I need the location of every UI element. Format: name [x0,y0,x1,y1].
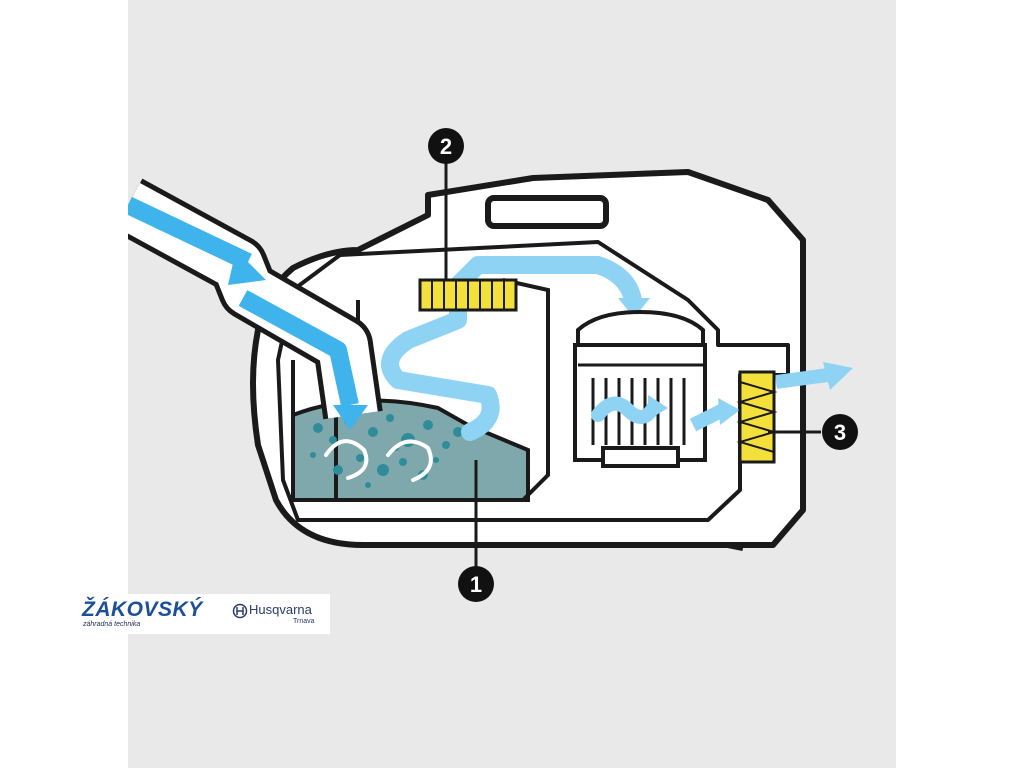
logo-strip [0,594,330,634]
carry-handle [485,195,609,229]
motor-top-cap [576,309,705,347]
upper-filter-slats [431,280,505,310]
callout-3-label: 3 [834,420,846,445]
inlet-arrow-head-2 [228,250,266,285]
diagram-panel: 1 2 3 [128,0,896,768]
husqvarna-location: Trnava [293,618,315,625]
airflow-path-main [381,256,642,441]
zakovsky-logo: ŽÁKOVSKÝ [82,598,203,621]
airflow-arrow-filter [648,395,668,420]
callout-1-label: 1 [470,572,482,597]
airflow-arrow-exit [718,398,740,425]
motor-base [601,446,680,468]
airflow-arrow-outlet [823,362,853,390]
water-swirls [324,439,433,482]
outlet-filter-zigzag [736,381,778,453]
inlet-arrow-head [333,405,368,430]
tank-wall [502,278,550,502]
zakovsky-tagline: záhradná technika [83,621,141,628]
callout-2-label: 2 [440,134,452,159]
husqvarna-crown-icon [232,603,248,619]
callout-1: 1 [458,566,494,602]
airflow-outlet [775,368,829,389]
airflow-through-filter [591,396,660,424]
inlet-airflow [128,196,359,407]
housing-lower-bump [727,542,744,551]
airflow-arrow-down [618,298,650,318]
callout-2: 2 [428,128,464,164]
airflow-exit [689,403,727,432]
husqvarna-logo: Husqvarna [249,602,312,617]
callout-3: 3 [822,414,858,450]
vacuum-cleaner-diagram: 1 2 3 [128,128,858,602]
